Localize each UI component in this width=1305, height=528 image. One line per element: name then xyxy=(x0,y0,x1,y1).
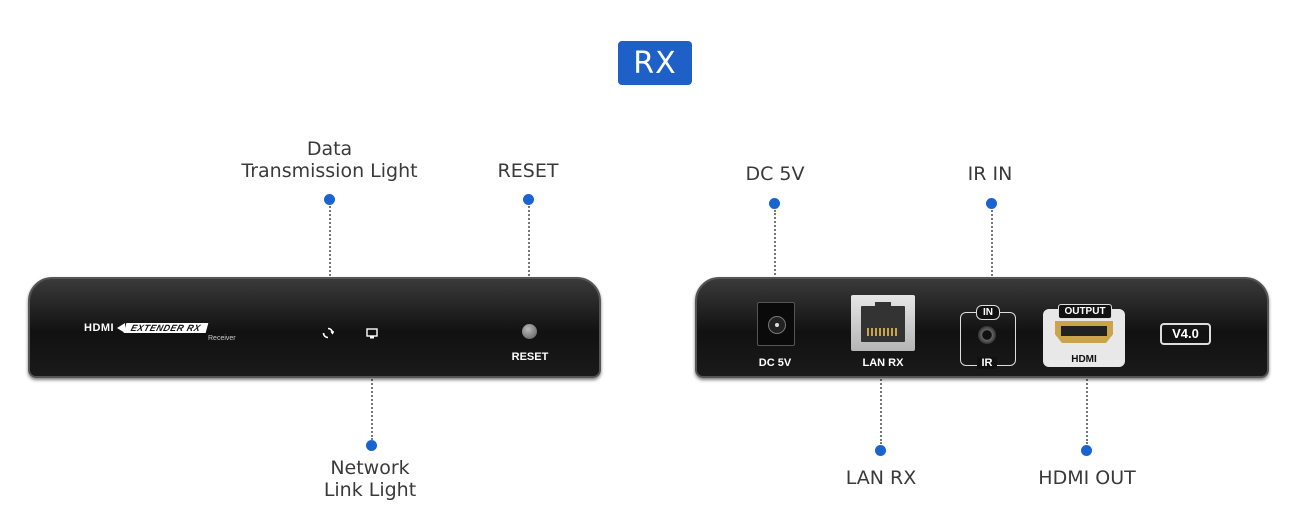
network-leader xyxy=(371,336,373,440)
lan-port-socket xyxy=(861,302,905,342)
network-line1: Network xyxy=(330,457,410,479)
data-light-line1: Data xyxy=(306,138,353,160)
data-light-icon xyxy=(322,327,334,339)
data-light-dot xyxy=(324,194,335,205)
ir-dot xyxy=(986,198,997,209)
dc-leader xyxy=(774,210,776,290)
data-light-leader xyxy=(329,206,331,316)
dc-dot xyxy=(769,198,780,209)
front-logo: HDMI EXTENDER RX xyxy=(84,322,208,334)
dc-callout-label: DC 5V xyxy=(745,163,805,185)
reset-button[interactable] xyxy=(522,324,537,339)
lan-port xyxy=(851,295,915,351)
ir-top-label: IN xyxy=(976,305,1000,320)
network-dot xyxy=(366,440,377,451)
rx-badge: RX xyxy=(618,41,692,85)
reset-callout-label: RESET xyxy=(497,160,559,182)
hdmi-top-label: OUTPUT xyxy=(1058,304,1112,319)
network-link-light-label: Network Link Light xyxy=(300,457,440,501)
hdmi-dot xyxy=(1081,445,1092,456)
ir-jack xyxy=(978,326,996,344)
dc-jack-hole xyxy=(768,316,786,334)
hdmi-bottom-label: HDMI xyxy=(1071,354,1097,365)
lan-leader xyxy=(880,356,882,444)
network-light-icon xyxy=(366,328,378,339)
data-light-line2: Transmission Light xyxy=(241,160,418,182)
lan-rx-callout-label: LAN RX xyxy=(845,467,917,489)
hdmi-out-callout-label: HDMI OUT xyxy=(1038,467,1136,489)
hdmi-brand: HDMI xyxy=(84,322,115,334)
rx-rear-panel: DC 5V LAN RX IN IR OUTPUT HDMI V4.0 xyxy=(695,277,1269,378)
hdmi-port xyxy=(1055,321,1113,343)
version-badge: V4.0 xyxy=(1160,323,1211,345)
lan-dot xyxy=(875,445,886,456)
dc-panel-label: DC 5V xyxy=(758,357,792,369)
dc-jack xyxy=(757,302,795,346)
ir-in-callout-label: IR IN xyxy=(967,163,1013,185)
hdmi-leader xyxy=(1086,356,1088,444)
reset-panel-label: RESET xyxy=(511,351,549,363)
arrow-left-icon xyxy=(117,323,126,333)
ir-bottom-label: IR xyxy=(977,357,997,369)
lan-panel-label: LAN RX xyxy=(862,357,904,369)
receiver-sub: Receiver xyxy=(208,335,236,342)
extender-rx-tag: EXTENDER RX xyxy=(123,323,208,333)
reset-dot xyxy=(523,194,534,205)
ir-leader xyxy=(991,210,993,300)
reset-leader xyxy=(528,206,530,324)
data-transmission-light-label: Data Transmission Light xyxy=(232,138,427,182)
network-line2: Link Light xyxy=(323,479,417,501)
rx-front-panel: HDMI EXTENDER RX Receiver RESET xyxy=(28,277,601,378)
